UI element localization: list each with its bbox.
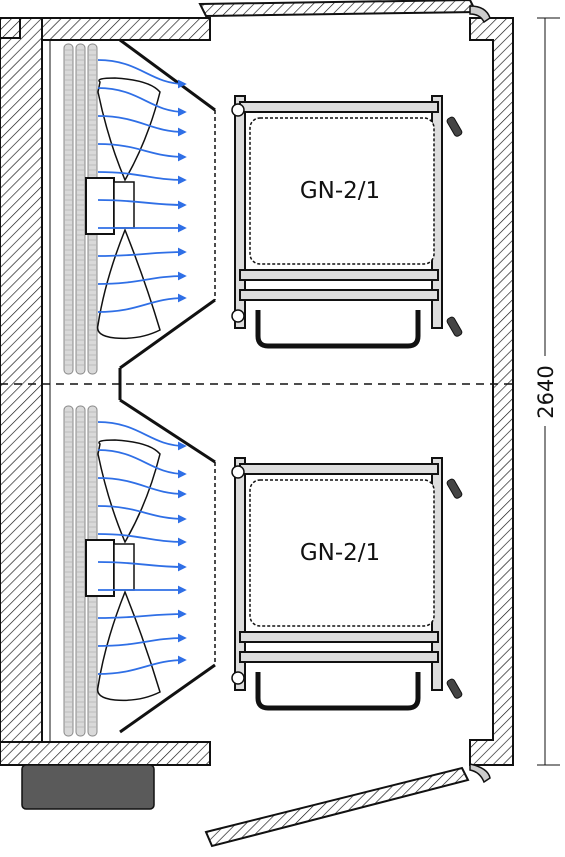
dimension-label: 2640 — [534, 365, 558, 418]
airflow-arrows — [97, 421, 187, 675]
bottom-wall — [0, 741, 211, 766]
airflow-arrow — [97, 561, 187, 572]
top-door — [198, 0, 478, 18]
evaporator-housing — [49, 38, 216, 742]
rack-handle — [255, 310, 421, 349]
gn-tray — [249, 117, 435, 265]
fan-hub — [113, 181, 135, 229]
gn-tray-rack — [231, 95, 463, 349]
cabinet-walls — [0, 17, 514, 766]
airflow-arrow — [97, 87, 187, 117]
airflow-arrow — [97, 533, 187, 547]
airflow-arrow — [97, 59, 187, 89]
tray-label: GN-2/1 — [300, 540, 380, 566]
airflow-arrow — [97, 293, 187, 313]
airflow-arrow — [97, 271, 187, 285]
bottom-door — [204, 766, 470, 848]
top-door-seal — [469, 5, 491, 24]
airflow-arrow — [97, 247, 187, 257]
evaporator-coil — [63, 43, 98, 375]
gn-tray — [249, 479, 435, 627]
tray-label: GN-2/1 — [300, 178, 380, 204]
airflow-arrow — [97, 199, 187, 210]
airflow-arrow — [97, 421, 187, 451]
compressor-unit — [21, 764, 155, 810]
dimension: 2640 — [533, 17, 560, 766]
rack-handle — [255, 672, 421, 711]
fan-motor — [85, 177, 115, 235]
airflow-arrow — [97, 655, 187, 675]
airflow-arrow — [97, 115, 187, 137]
airflow-arrow — [97, 449, 187, 479]
doors — [198, 0, 491, 848]
left-wall — [0, 17, 43, 743]
airflow-arrows — [97, 59, 187, 313]
airflow-arrow — [97, 505, 187, 524]
corner-block — [0, 17, 21, 39]
modules: GN-2/1GN-2/1 — [63, 43, 463, 737]
airflow-arrow — [97, 633, 187, 647]
airflow-arrow — [97, 609, 187, 619]
top-wall — [0, 17, 211, 41]
right-wall — [469, 17, 514, 766]
airflow-arrow — [97, 477, 187, 499]
bottom-door-seal — [469, 763, 491, 784]
fan-motor — [85, 539, 115, 597]
airflow-arrow — [97, 143, 187, 162]
airflow-arrow — [97, 171, 187, 185]
fan-hub — [113, 543, 135, 591]
module-1: GN-2/1 — [63, 43, 463, 375]
module-2: GN-2/1 — [63, 405, 463, 737]
gn-tray-rack — [231, 457, 463, 711]
